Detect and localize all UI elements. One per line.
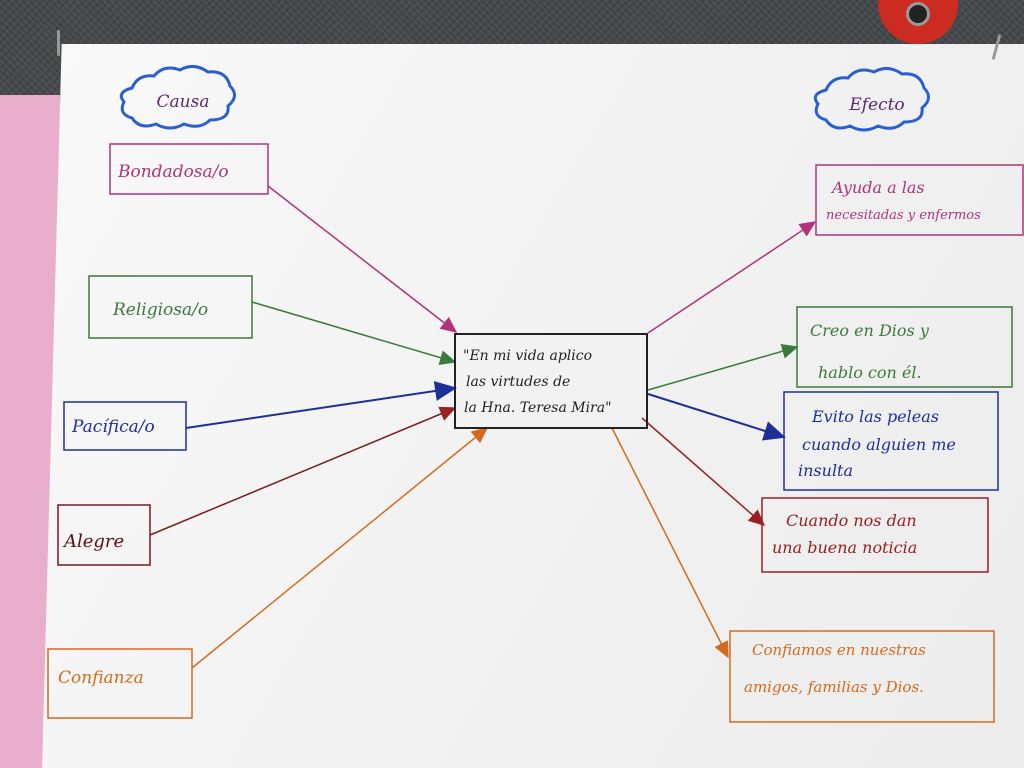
effect-line-2: necesitadas y enfermos — [826, 208, 981, 223]
cause-cloud — [119, 65, 236, 130]
cause-box-alegre: Alegre — [57, 504, 151, 566]
effect-line-1: Confiamos en nuestras — [752, 641, 926, 659]
effect-box-confiamos: Confiamos en nuestras amigos, familias y… — [729, 630, 995, 723]
cause-box-bondadosa: Bondadosa/o — [109, 143, 269, 195]
cause-label: Bondadosa/o — [117, 162, 229, 182]
effect-line-2: cuando alguien me — [802, 435, 956, 454]
effect-line-1: Ayuda a las — [830, 178, 925, 197]
cause-box-pacifica: Pacífica/o — [63, 401, 187, 451]
effect-line-2: una buena noticia — [772, 538, 917, 557]
effect-line-2: amigos, familias y Dios. — [744, 678, 924, 696]
effect-line-1: Cuando nos dan — [786, 511, 917, 530]
center-line-1: "En mi vida aplico — [463, 348, 592, 364]
arrow-bondadosa — [267, 185, 458, 333]
effect-box-creo: Creo en Dios y hablo con él. — [796, 306, 1013, 388]
cause-box-confianza: Confianza — [47, 648, 193, 719]
cause-label: Pacífica/o — [71, 417, 155, 437]
effect-line-2: hablo con él. — [818, 363, 922, 382]
arrow-evito — [647, 393, 786, 441]
arrow-pacifica — [185, 381, 457, 429]
pin-left — [57, 30, 60, 56]
cause-label: Religiosa/o — [112, 300, 208, 320]
cause-box-religiosa: Religiosa/o — [88, 275, 253, 339]
arrow-creo — [647, 343, 799, 391]
cause-label: Alegre — [62, 531, 124, 552]
arrow-religiosa — [251, 301, 457, 365]
arrow-cuando — [641, 417, 766, 526]
center-line-2: las virtudes de — [466, 374, 570, 390]
arrow-alegre — [149, 406, 457, 536]
effect-header-text: Efecto — [848, 95, 904, 115]
effect-line-1: Evito las peleas — [811, 407, 939, 426]
effect-line-1: Creo en Dios y — [810, 321, 930, 340]
cause-label: Confianza — [58, 668, 144, 688]
effect-box-ayuda: Ayuda a las necesitadas y enfermos — [815, 164, 1024, 236]
effect-box-evito: Evito las peleas cuando alguien me insul… — [783, 391, 999, 491]
arrow-confianza — [191, 427, 489, 669]
cause-header: Causa — [119, 65, 236, 130]
arrow-ayuda — [647, 221, 817, 334]
effect-cloud — [813, 67, 930, 132]
effect-line-3: insulta — [798, 461, 853, 480]
effect-box-cuando: Cuando nos dan una buena noticia — [761, 497, 989, 573]
center-box: "En mi vida aplico las virtudes de la Hn… — [454, 333, 648, 429]
center-line-3: la Hna. Teresa Mira" — [464, 400, 612, 416]
arrow-confiamos — [611, 427, 729, 659]
cause-header-text: Causa — [157, 92, 210, 112]
tag-hole — [906, 2, 930, 26]
effect-header: Efecto — [813, 67, 930, 132]
